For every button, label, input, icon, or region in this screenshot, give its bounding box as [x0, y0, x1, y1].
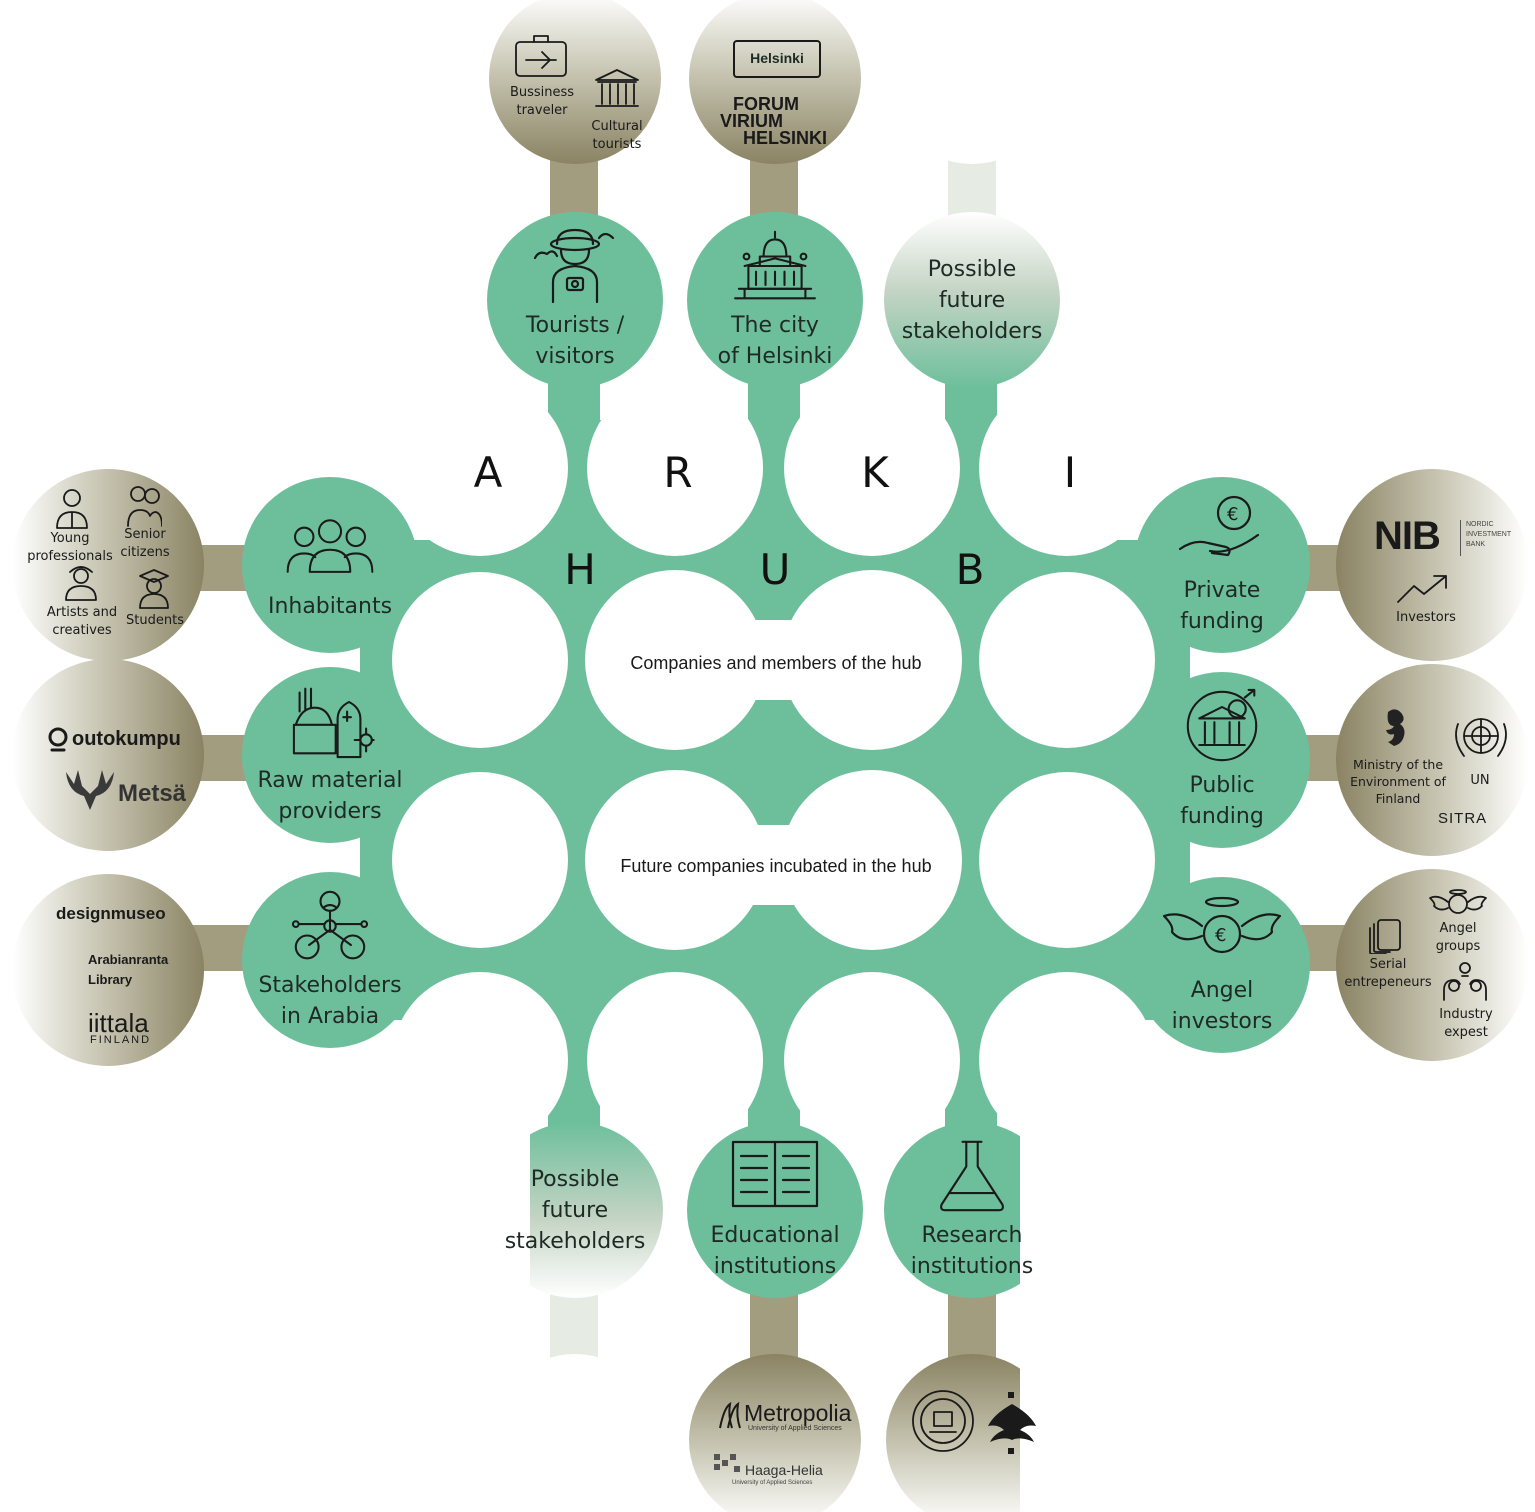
node-private-funding: € Private funding: [1134, 477, 1310, 653]
ministry-environment-label: Ministry of the Environment of Finland: [1350, 757, 1446, 806]
node-label: Educational institutions: [710, 1223, 840, 1279]
industry-experts-label: Industry expest: [1439, 1007, 1493, 1040]
students-label: Students: [126, 613, 184, 628]
outokumpu-logo-icon: [48, 727, 68, 752]
metropolia-logo: Metropolia: [744, 1400, 852, 1426]
cards-icon: [1369, 919, 1401, 954]
flask-icon: [940, 1140, 1004, 1212]
node-label: Public funding: [1180, 773, 1264, 829]
hub-letter-i: I: [1063, 448, 1077, 497]
hub-letter-u: U: [759, 545, 791, 594]
vit-university-seal-icon: [912, 1390, 974, 1452]
young-professionals-label: Young professionals: [27, 531, 113, 564]
un-emblem-icon: [1455, 718, 1507, 757]
haaga-helia-logo-icon: [714, 1454, 740, 1472]
forum-virium-logo-line2: VIRIUM: [720, 111, 783, 131]
node-arabia-stakeholders: Stakeholders in Arabia: [242, 872, 418, 1048]
metsa-logo: Metsä: [118, 780, 187, 807]
iittala-logo: iittala: [88, 1008, 149, 1038]
metropolia-subtitle: University of Applied Sciences: [748, 1425, 842, 1432]
open-book-icon: [731, 1140, 819, 1208]
designmuseo-logo: designmuseo: [56, 904, 166, 923]
serial-entrepreneurs-label: Serial entrepeneurs: [1344, 957, 1432, 990]
metropolia-logo-icon: [719, 1401, 741, 1429]
node-label: Research institutions: [910, 1223, 1034, 1279]
investors-label: Investors: [1396, 610, 1456, 625]
node-research: Research institutions: [884, 1122, 1060, 1298]
un-label: UN: [1470, 773, 1490, 788]
industry-expert-icon: [1443, 962, 1487, 1001]
tourist-icon: [533, 228, 615, 304]
node-label: Possible future stakeholders: [901, 256, 1043, 344]
cultural-tourists-label: Cultural tourists: [591, 119, 643, 152]
young-professional-icon: [56, 489, 88, 529]
node-city: The city of Helsinki: [687, 212, 863, 388]
hub-letter-b: B: [955, 545, 985, 594]
nib-fullname: NORDIC INVESTMENT BANK: [1466, 521, 1512, 548]
angel-groups-label: Angel groups: [1435, 921, 1481, 954]
hub-letter-h: H: [564, 545, 596, 594]
senior-citizens-icon: [127, 486, 162, 527]
materials-icon: [292, 687, 375, 759]
svg-text:€: €: [1215, 925, 1226, 946]
node-raw-material: Raw material providers: [242, 667, 418, 843]
suitcase-plane-icon: [515, 35, 567, 77]
node-label: Stakeholders in Arabia: [258, 973, 402, 1029]
university-of-helsinki-flame-icon: [988, 1392, 1036, 1454]
forum-virium-logo-line1: FORUM: [733, 94, 799, 114]
student-icon: [139, 569, 169, 609]
euro-hand-icon: €: [1178, 495, 1260, 557]
node-inhabitants: Inhabitants: [242, 477, 418, 653]
future-companies-label: Future companies incubated in the hub: [620, 856, 932, 876]
node-angel-investors: € Angel investors: [1134, 877, 1310, 1053]
artist-icon: [65, 566, 97, 601]
public-funds-icon: [1186, 688, 1258, 762]
network-people-icon: [291, 890, 369, 960]
node-label: The city of Helsinki: [717, 313, 833, 369]
node-future-bottom: Possible future stakeholders: [487, 1122, 663, 1298]
trend-up-icon: [1397, 575, 1447, 603]
hub-letter-k: K: [861, 448, 889, 497]
haaga-helia-subtitle: University of Applied Sciences: [732, 1480, 813, 1486]
helsinki-logo: Helsinki: [733, 40, 821, 78]
artists-creatives-label: Artists and creatives: [46, 605, 118, 638]
companies-members-label: Companies and members of the hub: [630, 653, 922, 673]
node-educational: Educational institutions: [687, 1122, 863, 1298]
node-future-top: Possible future stakeholders: [884, 212, 1060, 388]
nib-logo: NIB: [1374, 514, 1441, 558]
node-label: Private funding: [1180, 578, 1264, 634]
group-icon: [286, 518, 374, 573]
business-traveler-label: Bussiness traveler: [509, 85, 575, 118]
senior-citizens-label: Senior citizens: [120, 527, 170, 560]
hub-letter-r: R: [663, 448, 693, 497]
haaga-helia-logo: Haaga-Helia: [745, 1462, 823, 1478]
outokumpu-logo: outokumpu: [72, 728, 181, 750]
nib-divider: [1460, 520, 1461, 556]
node-label: Inhabitants: [267, 593, 393, 619]
node-public-funding: Public funding: [1134, 672, 1310, 848]
node-label: Raw material providers: [257, 768, 403, 824]
angel-groups-icon: [1429, 889, 1487, 914]
svg-text:€: €: [1227, 504, 1238, 525]
node-tourists: Tourists / visitors: [487, 212, 663, 388]
arabianranta-library-logo: Arabianranta Library: [88, 952, 169, 987]
winged-euro-icon: €: [1162, 896, 1282, 954]
node-label: Angel investors: [1171, 978, 1273, 1034]
finland-lion-icon: [1386, 709, 1405, 746]
museum-icon: [595, 69, 639, 107]
metsa-deer-icon: [66, 770, 114, 810]
hub-letter-a: A: [473, 448, 503, 497]
iittala-finland-text: FINLAND: [90, 1034, 152, 1046]
cathedral-icon: [734, 230, 816, 300]
forum-virium-logo-line3: HELSINKI: [743, 128, 828, 148]
node-label: Possible future stakeholders: [504, 1166, 646, 1254]
sitra-logo: SITRA: [1438, 810, 1488, 827]
node-label: Tourists / visitors: [525, 313, 625, 369]
